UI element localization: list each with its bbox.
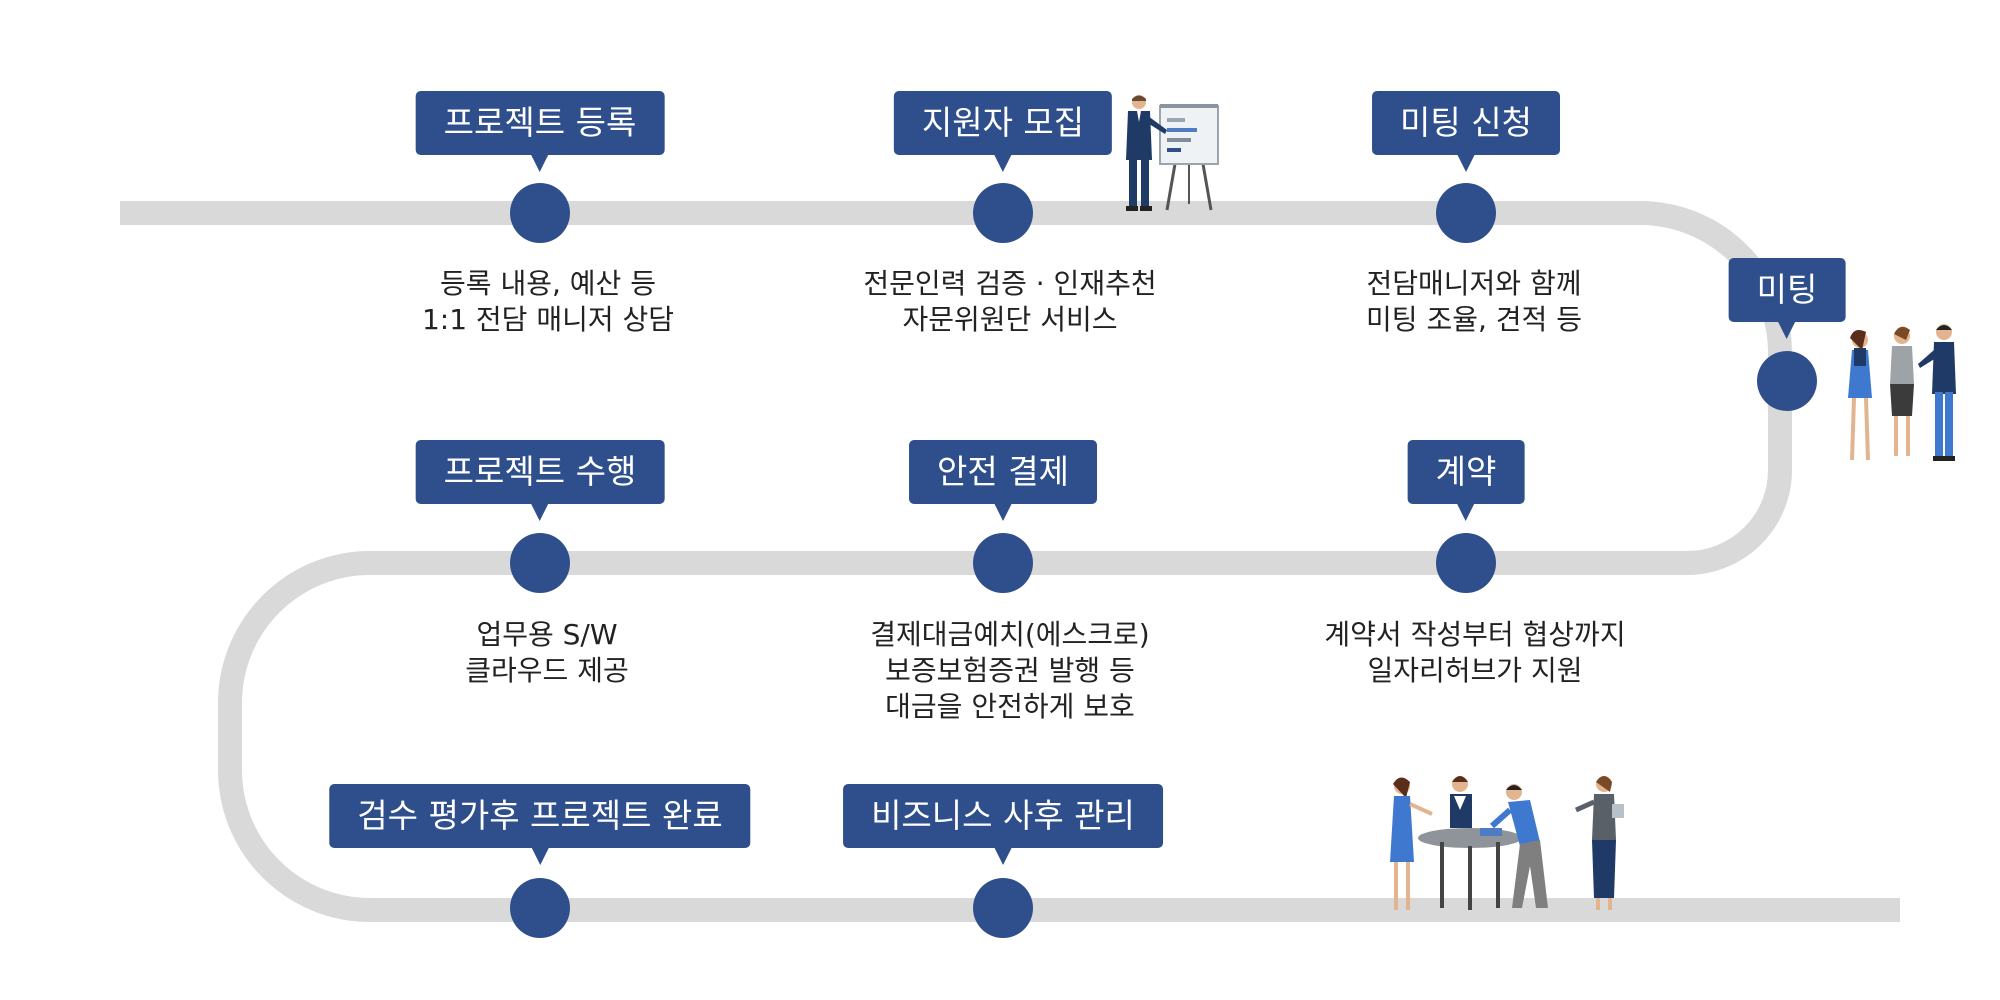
step-node	[973, 533, 1033, 593]
step-node	[973, 183, 1033, 243]
step-node	[510, 183, 570, 243]
step-node	[510, 533, 570, 593]
step-node	[973, 878, 1033, 938]
step-node	[510, 878, 570, 938]
step-node	[1436, 183, 1496, 243]
step-label: 비즈니스 사후 관리	[843, 784, 1163, 865]
step-label: 미팅 신청	[1372, 91, 1560, 172]
presenter-illustration	[1126, 95, 1219, 211]
step-label: 지원자 모집	[893, 91, 1113, 172]
step-label: 안전 결제	[909, 440, 1097, 521]
meeting-people-illustration	[1848, 324, 1956, 461]
step-label: 계약	[1407, 440, 1525, 521]
team-discussion-illustration	[1390, 776, 1624, 910]
step-node	[1436, 533, 1496, 593]
step-node	[1757, 351, 1817, 411]
step-label: 프로젝트 등록	[415, 91, 665, 172]
step-label: 미팅	[1728, 258, 1846, 339]
step-label: 검수 평가후 프로젝트 완료	[329, 784, 751, 865]
step-label: 프로젝트 수행	[415, 440, 665, 521]
